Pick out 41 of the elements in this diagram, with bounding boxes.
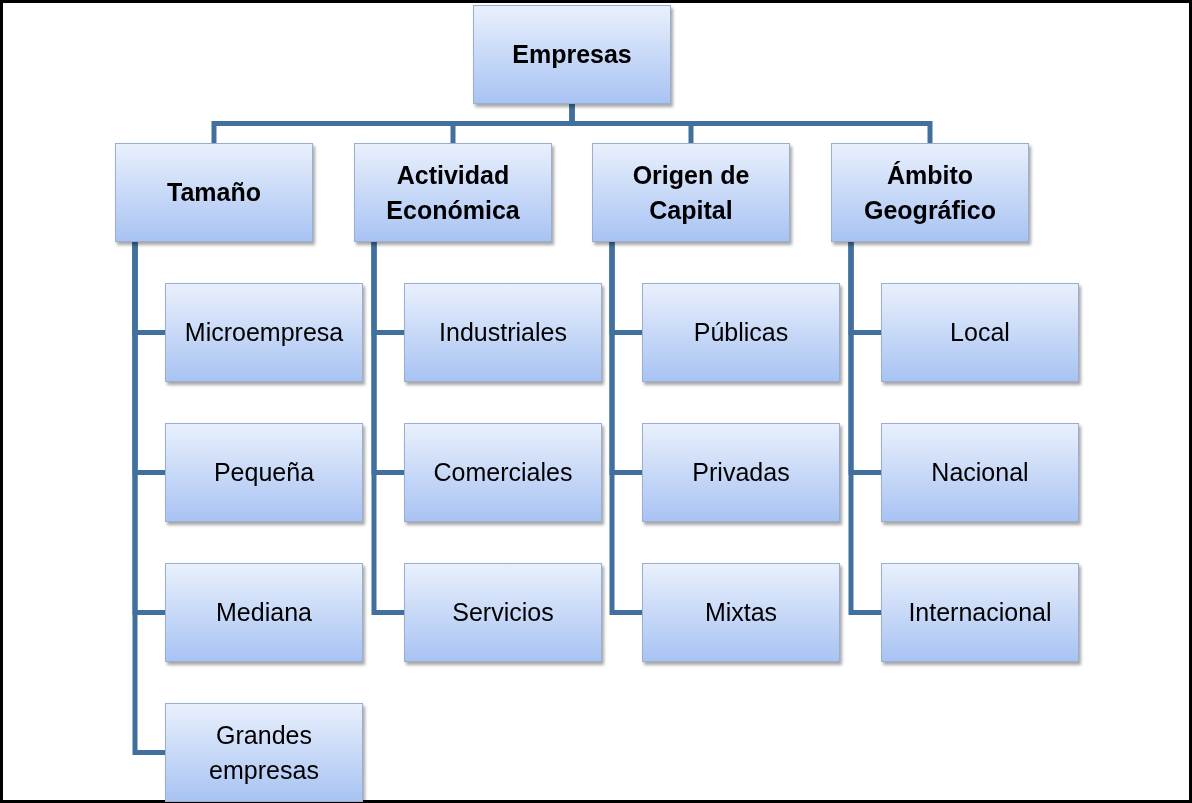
item-box	[642, 283, 840, 382]
item-box	[165, 283, 363, 382]
category-box	[115, 143, 313, 242]
box-label: Servicios	[451, 597, 555, 628]
box-label: Local	[949, 317, 1011, 348]
connector-line	[609, 242, 642, 615]
item-box	[404, 423, 602, 522]
box-label: Ámbito Geográfico	[863, 159, 997, 226]
item-box	[642, 563, 840, 662]
box-label: Pequeña	[212, 457, 316, 488]
box-label: Privadas	[691, 457, 791, 488]
item-box	[881, 423, 1079, 522]
box-label: Comerciales	[432, 457, 574, 488]
box-label: Nacional	[930, 457, 1030, 488]
box-label: Industriales	[438, 317, 568, 348]
item-box	[881, 563, 1079, 662]
box-label: Empresas	[511, 39, 633, 70]
category-box	[473, 5, 671, 104]
category-box	[354, 143, 552, 242]
box-label: Públicas	[692, 317, 790, 348]
item-box	[404, 563, 602, 662]
item-box	[165, 703, 363, 802]
box-label: Internacional	[907, 597, 1053, 628]
connector-line	[132, 242, 165, 755]
box-label: Microempresa	[183, 317, 345, 348]
connector-line	[569, 104, 933, 143]
item-box	[165, 563, 363, 662]
category-box	[592, 143, 790, 242]
connector-line	[848, 242, 881, 615]
item-box	[642, 423, 840, 522]
box-label: Grandes empresas	[208, 719, 320, 786]
category-box	[831, 143, 1029, 242]
box-label: Mixtas	[703, 597, 779, 628]
box-label: Tamaño	[166, 177, 262, 208]
item-box	[881, 283, 1079, 382]
connector-line	[371, 242, 404, 615]
box-label: Origen de Capital	[631, 159, 751, 226]
item-box	[404, 283, 602, 382]
item-box	[165, 423, 363, 522]
box-label: Mediana	[215, 597, 313, 628]
box-label: Actividad Económica	[385, 159, 521, 226]
